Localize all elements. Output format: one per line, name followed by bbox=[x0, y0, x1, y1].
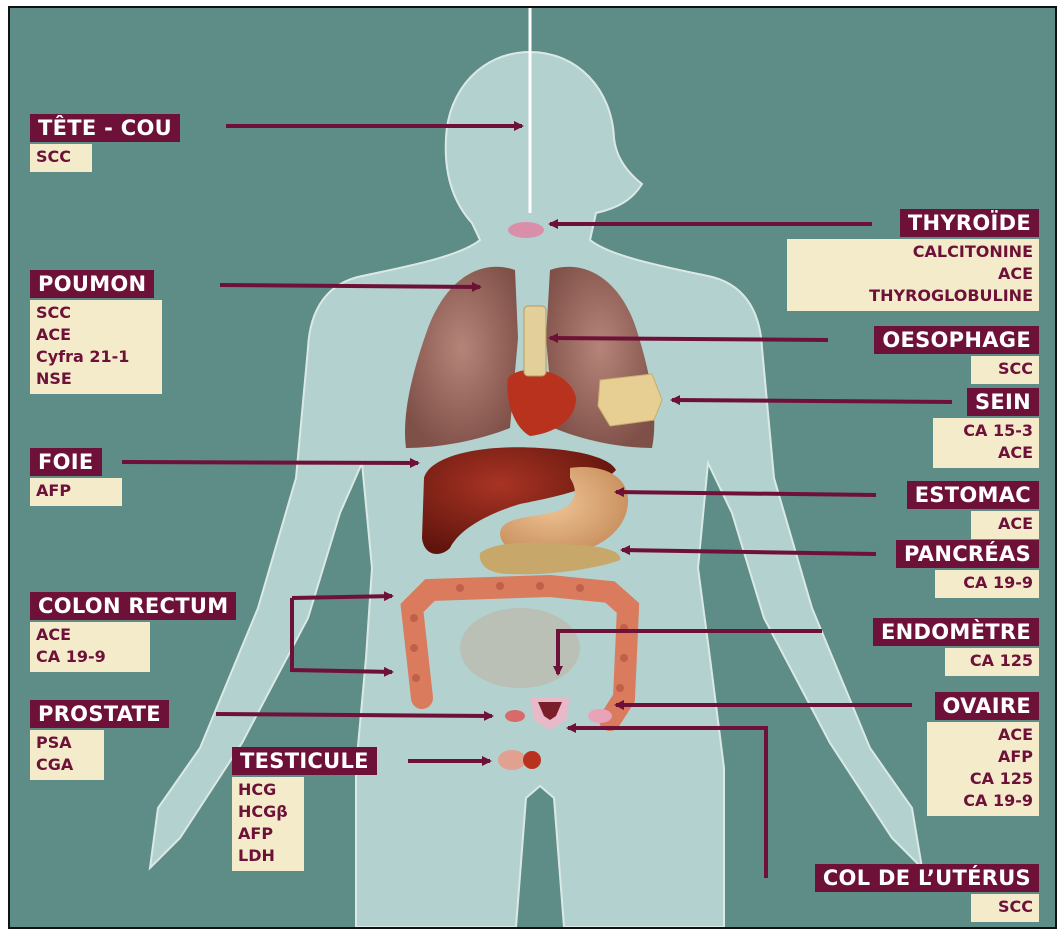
label-oesophage-title: OESOPHAGE bbox=[874, 326, 1039, 354]
label-foie-title: FOIE bbox=[30, 448, 102, 476]
marker-endometre-ca125: CA 125 bbox=[951, 650, 1033, 672]
label-endometre-title: ENDOMÈTRE bbox=[873, 618, 1039, 646]
label-thyroide-title: THYROÏDE bbox=[900, 209, 1039, 237]
label-col-uterus-markers: SCC bbox=[971, 894, 1039, 922]
label-poumon-markers: SCC ACE Cyfra 21-1 NSE bbox=[30, 300, 162, 394]
prostate-organ bbox=[498, 750, 526, 770]
marker-tete-cou-scc: SCC bbox=[36, 146, 86, 168]
marker-ovaire-ace: ACE bbox=[933, 724, 1033, 746]
label-oesophage-markers: SCC bbox=[971, 356, 1039, 384]
breast-organ bbox=[598, 374, 662, 426]
label-ovaire-title: OVAIRE bbox=[935, 692, 1040, 720]
marker-oesophage-scc: SCC bbox=[977, 358, 1033, 380]
label-sein-title: SEIN bbox=[967, 388, 1039, 416]
marker-poumon-scc: SCC bbox=[36, 302, 156, 324]
marker-testicule-hcgb: HCGβ bbox=[238, 801, 298, 823]
label-tete-cou-markers: SCC bbox=[30, 144, 92, 172]
marker-estomac-ace: ACE bbox=[977, 513, 1033, 535]
marker-colon-ace: ACE bbox=[36, 624, 144, 646]
marker-foie-afp: AFP bbox=[36, 480, 116, 502]
marker-sein-ca153: CA 15-3 bbox=[939, 420, 1033, 442]
diagram-background: TÊTE - COU SCC THYROÏDE CALCITONINE ACE … bbox=[10, 8, 1055, 927]
label-foie-markers: AFP bbox=[30, 478, 122, 506]
label-endometre-markers: CA 125 bbox=[945, 648, 1039, 676]
label-tete-cou-title: TÊTE - COU bbox=[30, 114, 180, 142]
marker-testicule-ldh: LDH bbox=[238, 845, 298, 867]
marker-ovaire-afp: AFP bbox=[933, 746, 1033, 768]
testicle-organ bbox=[523, 751, 541, 769]
marker-ovaire-ca125: CA 125 bbox=[933, 768, 1033, 790]
marker-thyroide-calcitonine: CALCITONINE bbox=[793, 241, 1033, 263]
marker-prostate-psa: PSA bbox=[36, 732, 98, 754]
small-intestine bbox=[460, 608, 580, 688]
marker-testicule-afp: AFP bbox=[238, 823, 298, 845]
thyroid-organ bbox=[508, 222, 544, 238]
label-estomac-markers: ACE bbox=[971, 511, 1039, 539]
label-prostate-markers: PSA CGA bbox=[30, 730, 104, 780]
esophagus bbox=[524, 306, 546, 376]
marker-poumon-cyfra: Cyfra 21-1 bbox=[36, 346, 156, 368]
marker-poumon-nse: NSE bbox=[36, 368, 156, 390]
ovary-right bbox=[588, 709, 612, 723]
marker-thyroide-thyroglobuline: THYROGLOBULINE bbox=[793, 285, 1033, 307]
label-pancreas-markers: CA 19-9 bbox=[935, 570, 1039, 598]
marker-sein-ace: ACE bbox=[939, 442, 1033, 464]
marker-testicule-hcg: HCG bbox=[238, 779, 298, 801]
label-ovaire-markers: ACE AFP CA 125 CA 19-9 bbox=[927, 722, 1039, 816]
label-testicule-markers: HCG HCGβ AFP LDH bbox=[232, 777, 304, 871]
label-colon-rectum-title: COLON RECTUM bbox=[30, 592, 236, 620]
marker-poumon-ace: ACE bbox=[36, 324, 156, 346]
anatomy-illustration bbox=[10, 8, 1055, 927]
label-pancreas-title: PANCRÉAS bbox=[896, 540, 1039, 568]
label-poumon-title: POUMON bbox=[30, 270, 154, 298]
marker-thyroide-ace: ACE bbox=[793, 263, 1033, 285]
ovary-left bbox=[505, 710, 525, 722]
marker-prostate-cga: CGA bbox=[36, 754, 98, 776]
label-col-uterus-title: COL DE L’UTÉRUS bbox=[815, 864, 1039, 892]
label-sein-markers: CA 15-3 ACE bbox=[933, 418, 1039, 468]
label-thyroide-markers: CALCITONINE ACE THYROGLOBULINE bbox=[787, 239, 1039, 311]
label-estomac-title: ESTOMAC bbox=[907, 481, 1039, 509]
marker-col-uterus-scc: SCC bbox=[977, 896, 1033, 918]
label-colon-rectum-markers: ACE CA 19-9 bbox=[30, 622, 150, 672]
marker-colon-ca199: CA 19-9 bbox=[36, 646, 144, 668]
marker-pancreas-ca199: CA 19-9 bbox=[941, 572, 1033, 594]
label-testicule-title: TESTICULE bbox=[232, 747, 377, 775]
label-prostate-title: PROSTATE bbox=[30, 700, 169, 728]
marker-ovaire-ca199: CA 19-9 bbox=[933, 790, 1033, 812]
